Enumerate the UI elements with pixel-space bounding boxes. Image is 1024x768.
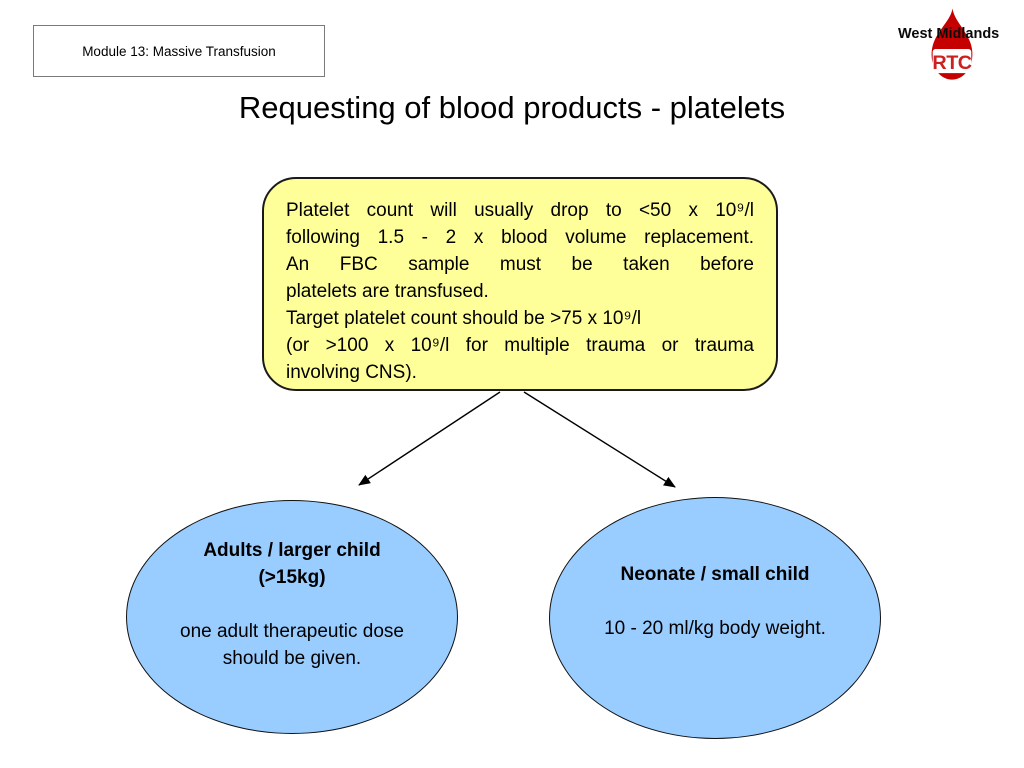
- adults-ellipse: [126, 500, 458, 734]
- adults-body-line: one adult therapeutic dose: [180, 621, 404, 642]
- callout-line: An FBC sample must be taken before: [286, 254, 754, 275]
- module-label: Module 13: Massive Transfusion: [82, 43, 276, 59]
- rtc-logo: RTC: [923, 7, 981, 89]
- rtc-acronym: RTC: [932, 52, 971, 74]
- slide-title: Requesting of blood products - platelets: [238, 90, 786, 125]
- neonate-heading-line: Neonate / small child: [620, 564, 810, 585]
- callout-line: following 1.5 - 2 x blood volume replace…: [286, 227, 754, 248]
- rtc-label-plate: [932, 48, 972, 74]
- callout-line: involving CNS).: [286, 362, 417, 383]
- west-midlands-label: West Midlands: [898, 26, 1000, 42]
- callout-line: platelets are transfused.: [286, 281, 489, 302]
- callout-line: (or >100 x 10⁹/l for multiple trauma or …: [286, 335, 754, 356]
- adults-heading-line: (>15kg): [258, 567, 326, 588]
- adults-ellipse-text: Adults / larger child (>15kg) one adult …: [126, 537, 458, 672]
- callout-line: Target platelet count should be >75 x 10…: [286, 308, 642, 329]
- platelet-callout-box: Platelet count will usually drop to <50 …: [262, 177, 778, 391]
- callout-line: Platelet count will usually drop to <50 …: [286, 200, 754, 221]
- arrow-to-adults-icon: [358, 391, 501, 486]
- adults-heading-line: Adults / larger child: [203, 540, 381, 561]
- neonate-ellipse: [549, 497, 881, 739]
- arrow-to-neonate-icon: [523, 391, 676, 488]
- blood-drop-icon: RTC: [931, 8, 973, 80]
- adults-body-line: should be given.: [222, 648, 362, 669]
- neonate-ellipse-text: Neonate / small child 10 - 20 ml/kg body…: [549, 561, 881, 642]
- module-header-box: Module 13: Massive Transfusion: [33, 25, 325, 77]
- neonate-body-line: 10 - 20 ml/kg body weight.: [604, 618, 826, 639]
